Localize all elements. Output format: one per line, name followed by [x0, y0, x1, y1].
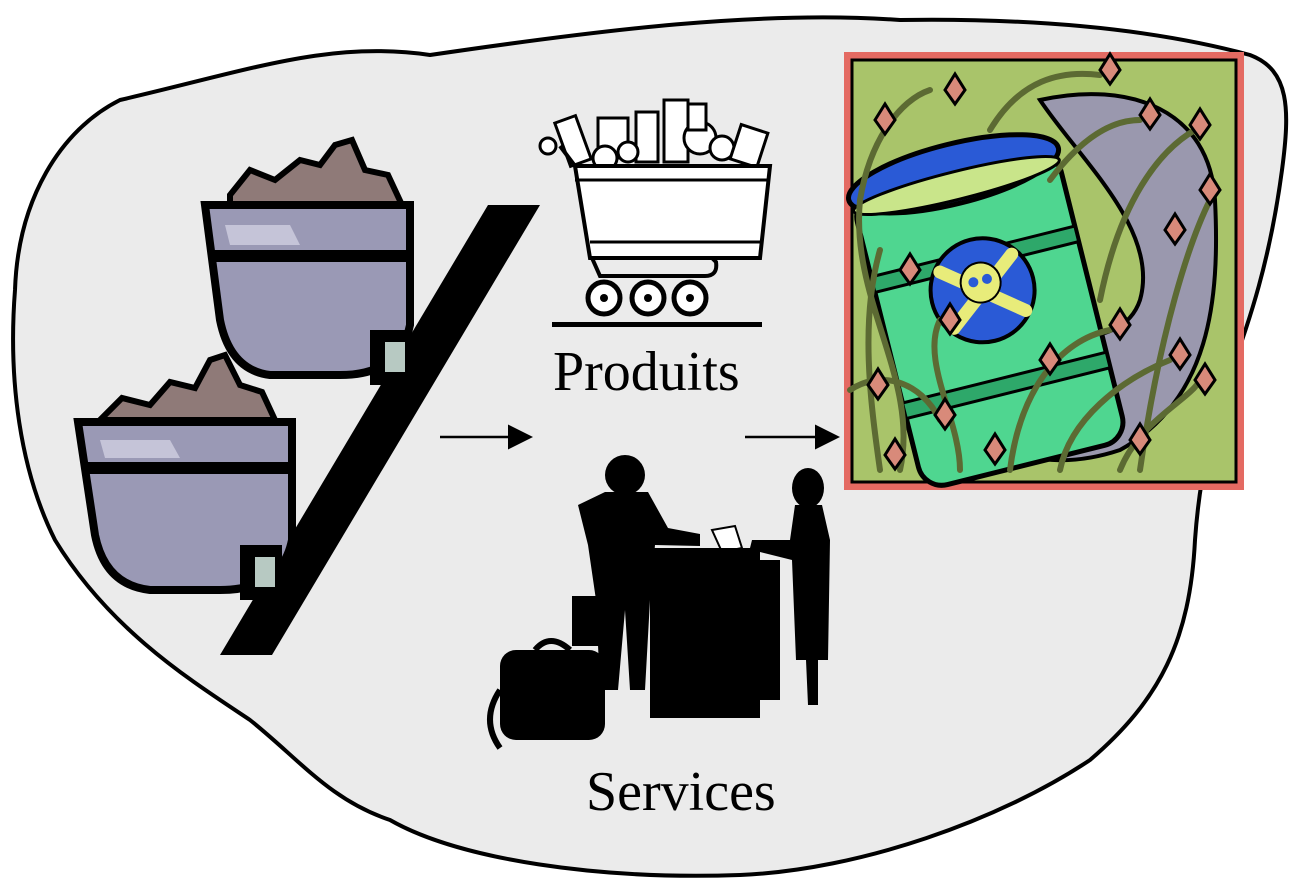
services-label: Services: [586, 761, 776, 823]
ore-carts-icon: [73, 136, 540, 655]
upper-ore-cart: [200, 136, 414, 385]
toxic-waste-barrel-icon: [844, 51, 1244, 490]
shopping-cart-icon: [538, 98, 773, 327]
service-counter-silhouette-icon: [487, 455, 830, 750]
lower-ore-cart: [73, 351, 296, 600]
products-label: Produits: [553, 341, 740, 403]
